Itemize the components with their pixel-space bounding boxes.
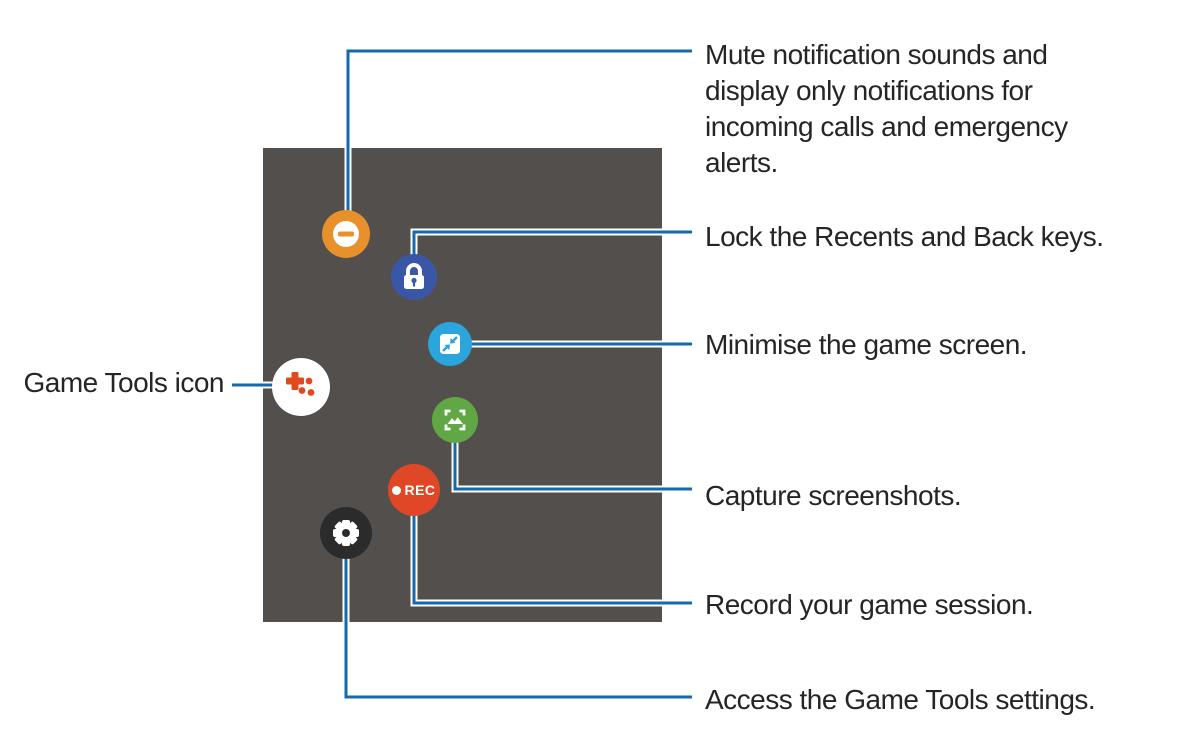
lock-callout-label: Lock the Recents and Back keys. bbox=[705, 221, 1104, 252]
capture-frame-icon bbox=[432, 397, 478, 443]
lock-icon bbox=[391, 254, 437, 300]
settings-callout-label: Access the Game Tools settings. bbox=[705, 684, 1096, 715]
record-dot-icon bbox=[392, 485, 402, 495]
record-rec-label: REC bbox=[404, 482, 436, 498]
game-tools-icon-label: Game Tools icon bbox=[23, 367, 224, 398]
minimise-callout-label: Minimise the game screen. bbox=[705, 329, 1028, 360]
mute-callout-label: Mute notification sounds and display onl… bbox=[705, 37, 1068, 181]
record-rec-icon: REC bbox=[388, 464, 440, 516]
mute-callout-line-1: Mute notification sounds and bbox=[705, 39, 1048, 70]
mute-callout-line-3: incoming calls and emergency bbox=[705, 111, 1068, 142]
record-callout-label: Record your game session. bbox=[705, 589, 1034, 620]
mute-callout-line-4: alerts. bbox=[705, 147, 778, 178]
mute-minus-icon bbox=[322, 210, 370, 258]
mute-callout-line-2: display only notifications for bbox=[705, 75, 1033, 106]
capture-callout-label: Capture screenshots. bbox=[705, 480, 962, 511]
minimize-icon bbox=[428, 322, 472, 366]
gear-icon bbox=[320, 507, 372, 559]
gamepad-icon bbox=[272, 358, 330, 416]
